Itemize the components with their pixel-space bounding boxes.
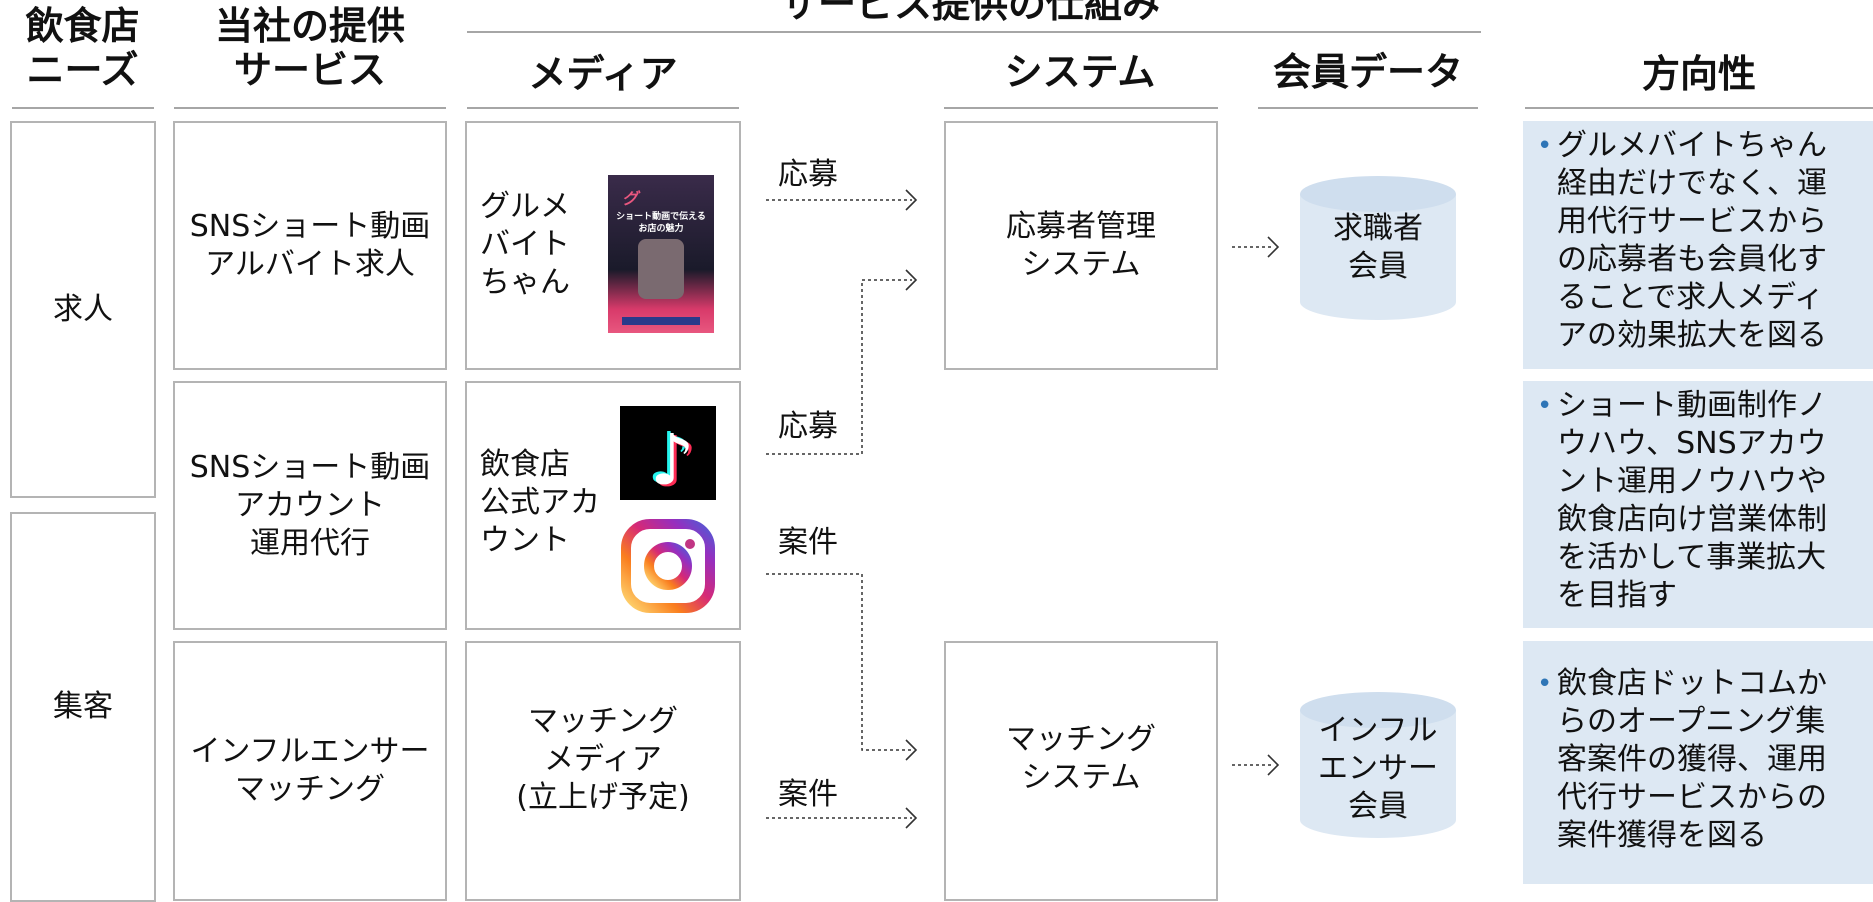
system-rule [944, 107, 1218, 109]
svg-text:♪: ♪ [647, 417, 692, 499]
services-rule [174, 107, 446, 109]
system-matching: マッチング システム [944, 641, 1218, 901]
member-job-seeker-cylinder: 求職者 会員 [1298, 174, 1458, 322]
need-attract: 集客 [10, 512, 156, 902]
instagram-icon [620, 518, 716, 614]
member-influencer-label: インフル エンサー 会員 [1318, 713, 1438, 824]
header-system: システム [1004, 50, 1156, 94]
header-member-data: 会員データ [1272, 50, 1463, 94]
bullet-icon: • [1537, 669, 1553, 699]
thumbnail-cta [622, 317, 700, 325]
service-account-operation: SNSショート動画 アカウント 運用代行 [173, 381, 447, 630]
thumbnail-title: ショート動画で伝える お店の魅力 [616, 212, 706, 234]
mechanism-rule [467, 31, 1481, 33]
svg-text:♪: ♪ [653, 421, 698, 500]
system-applicant-management: 応募者管理 システム [944, 121, 1218, 370]
member-influencer-cylinder: インフル エンサー 会員 [1298, 690, 1458, 840]
bullet-icon: • [1537, 131, 1553, 161]
direction-account-text: ショート動画制作ノ ウハウ、SNSアカウ ント運用ノウハウや 飲食店向け営業体制… [1557, 388, 1827, 613]
member-job-seeker-label: 求職者 会員 [1333, 211, 1423, 284]
tiktok-icon: ♪ ♪ ♪ [620, 406, 716, 503]
need-recruit: 求人 [10, 121, 156, 498]
header-services: 当社の提供 サービス [214, 4, 405, 92]
media-gourmet-label: グルメ バイト ちゃん [480, 189, 570, 300]
thumbnail-logo: グ [622, 189, 639, 208]
needs-rule [12, 107, 154, 109]
media-matching-box: マッチング メディア (立上げ予定) [465, 641, 741, 901]
direction-recruit-text: グルメバイトちゃん 経由だけでなく、運 用代行サービスから の応募者も会員化す … [1557, 128, 1827, 353]
header-direction: 方向性 [1641, 52, 1756, 96]
service-influencer-matching: インフルエンサー マッチング [173, 641, 447, 901]
flow-label-apply-1: 応募 [778, 157, 838, 192]
header-mechanism: サービス提供の仕組み [779, 0, 1160, 26]
header-media: メディア [528, 52, 678, 96]
gourmet-baito-thumbnail: グ ショート動画で伝える お店の魅力 [608, 175, 714, 333]
direction-matching: • 飲食店ドットコムか らのオープニング集 客案件の獲得、運用 代行サービスから… [1523, 641, 1873, 884]
flow-label-case-2: 案件 [778, 777, 838, 812]
flow-label-case-1: 案件 [778, 525, 838, 560]
header-needs: 飲食店 ニーズ [25, 4, 140, 92]
media-official-label: 飲食店 公式アカ ウント [480, 447, 600, 558]
member-rule [1258, 107, 1478, 109]
direction-recruit: • グルメバイトちゃん 経由だけでなく、運 用代行サービスから の応募者も会員化… [1523, 121, 1873, 369]
direction-rule [1525, 107, 1873, 109]
thumbnail-phone [638, 239, 684, 299]
direction-account: • ショート動画制作ノ ウハウ、SNSアカウ ント運用ノウハウや 飲食店向け営業… [1523, 381, 1873, 628]
service-short-video-recruit: SNSショート動画 アルバイト求人 [173, 121, 447, 370]
flow-label-apply-2: 応募 [778, 409, 838, 444]
bullet-icon: • [1537, 391, 1553, 421]
media-rule [467, 107, 739, 109]
svg-text:♪: ♪ [650, 419, 695, 500]
direction-matching-text: 飲食店ドットコムか らのオープニング集 客案件の獲得、運用 代行サービスからの … [1557, 666, 1827, 853]
